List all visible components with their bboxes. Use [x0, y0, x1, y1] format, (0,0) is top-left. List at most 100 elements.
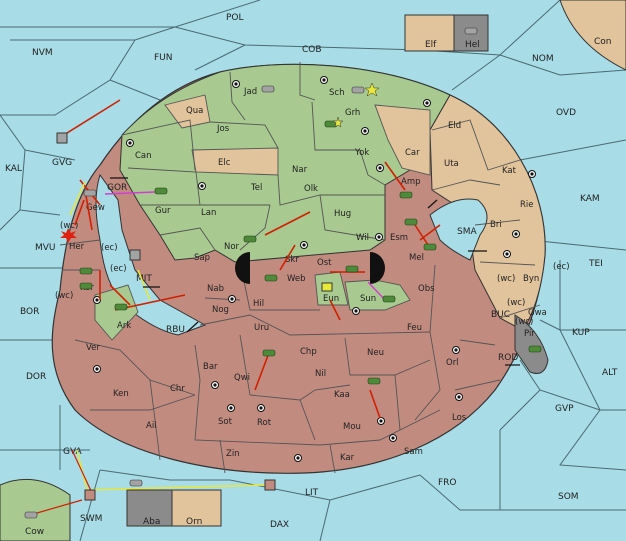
province-borders: [59, 62, 541, 474]
label-buc: BUC: [491, 310, 510, 320]
label-gvg: GVG: [52, 158, 72, 168]
burst-icon: [60, 228, 77, 243]
supply-center-icon: [300, 241, 308, 249]
label-chr: Chr: [170, 384, 185, 394]
label-swm: SWM: [80, 514, 102, 524]
label-los: Los: [452, 413, 467, 423]
label-fun: FUN: [154, 53, 173, 63]
label-obs: Obs: [418, 284, 435, 294]
retreat-orders: [29, 449, 93, 516]
province-aba[interactable]: [126, 489, 173, 527]
label-nab: Nab: [207, 284, 224, 294]
province-ark[interactable]: [94, 284, 139, 341]
label-lit: LIT: [305, 488, 319, 498]
land-labels: Jad Sch Grh Qua Jos Eld Can Car Yok Elc …: [69, 87, 547, 463]
label-uru: Uru: [254, 323, 269, 333]
label-rod: ROD: [498, 353, 518, 363]
label-sam: Sam: [404, 447, 423, 457]
label-pir: Pir: [524, 329, 535, 339]
label-orn: Orn: [186, 517, 202, 527]
supply-center-icon: [227, 404, 235, 412]
label-jos: Jos: [216, 124, 230, 134]
label-sch: Sch: [329, 88, 344, 98]
army-icon: [264, 274, 278, 282]
label-sot: Sot: [218, 417, 233, 427]
label-sun: Sun: [360, 294, 376, 304]
star-icon: [332, 116, 344, 128]
label-lan: Lan: [201, 208, 216, 218]
coast-tag: (wc): [515, 317, 533, 327]
label-eun: Eun: [323, 294, 339, 304]
fleet-icon: [129, 479, 143, 487]
tan-region: [429, 94, 546, 331]
army-marker-icon: [56, 132, 68, 144]
army-icon: [262, 349, 276, 357]
province-cow[interactable]: [0, 478, 71, 541]
label-gur: Gur: [155, 206, 171, 216]
label-kal: KAL: [5, 164, 22, 174]
supply-center-icon: [257, 404, 265, 412]
label-aba: Aba: [143, 517, 160, 527]
label-dor: DOR: [26, 372, 46, 382]
supply-center-icon: [294, 454, 302, 462]
label-cob: COB: [302, 45, 322, 55]
supply-center-icon: [352, 307, 360, 315]
army-icon: [154, 187, 168, 195]
label-gvp: GVP: [555, 404, 574, 414]
label-ken: Ken: [113, 389, 129, 399]
coast-labels: (wc) (ec) (ec) (wc) (wc) (ec) (wc) (wc): [55, 221, 570, 327]
province-car[interactable]: [374, 104, 431, 176]
province-pir[interactable]: [514, 314, 549, 374]
supply-center-icon: [375, 233, 383, 241]
coast-tag: (ec): [110, 264, 127, 274]
label-hil: Hil: [253, 299, 264, 309]
label-dax: DAX: [270, 520, 289, 530]
status-markers: [56, 132, 333, 501]
province-orn[interactable]: [171, 489, 222, 527]
label-bar: Bar: [203, 362, 218, 372]
label-byn: Byn: [523, 274, 539, 284]
label-mou: Mou: [343, 422, 361, 432]
supply-center-icon: [455, 393, 463, 401]
label-ovd: OVD: [556, 108, 576, 118]
army-icon: [382, 295, 396, 303]
label-ark: Ark: [117, 321, 131, 331]
province-elf[interactable]: [404, 14, 455, 52]
label-mvu: MVU: [35, 243, 56, 253]
label-rot: Rot: [257, 418, 272, 428]
army-marker-icon: [129, 249, 141, 261]
supply-center-icon: [503, 250, 511, 258]
green-units: [79, 120, 542, 385]
label-rbu: RBU: [166, 325, 185, 335]
label-wil: Wil: [356, 233, 369, 243]
label-uta: Uta: [444, 159, 459, 169]
supply-center-icon: [423, 99, 431, 107]
label-ail: Ail: [146, 421, 157, 431]
supply-center-icon: [228, 295, 236, 303]
fleet-icon: [261, 85, 275, 93]
supply-center-icon: [126, 139, 134, 147]
label-pol: POL: [226, 13, 244, 23]
army-icon: [528, 345, 542, 353]
coast-tag: (wc): [55, 291, 73, 301]
supply-center-icon: [528, 170, 536, 178]
coast-tag: (wc): [497, 274, 515, 284]
label-kar: Kar: [340, 453, 355, 463]
label-bri: Bri: [490, 220, 502, 230]
province-elc[interactable]: [191, 147, 279, 176]
east-strait: [429, 198, 488, 261]
label-can: Can: [135, 151, 152, 161]
supply-center-icon: [389, 434, 397, 442]
supply-center-icon: [320, 76, 328, 84]
label-nom: NOM: [532, 54, 554, 64]
label-tei: TEI: [588, 259, 603, 269]
label-mit: MIT: [136, 274, 152, 284]
label-nvm: NVM: [32, 48, 53, 58]
army-icon: [404, 218, 418, 226]
label-chp: Chp: [300, 347, 317, 357]
coast-tag: (ec): [553, 262, 570, 272]
army-icon: [79, 267, 93, 275]
event-markers: [60, 82, 380, 243]
